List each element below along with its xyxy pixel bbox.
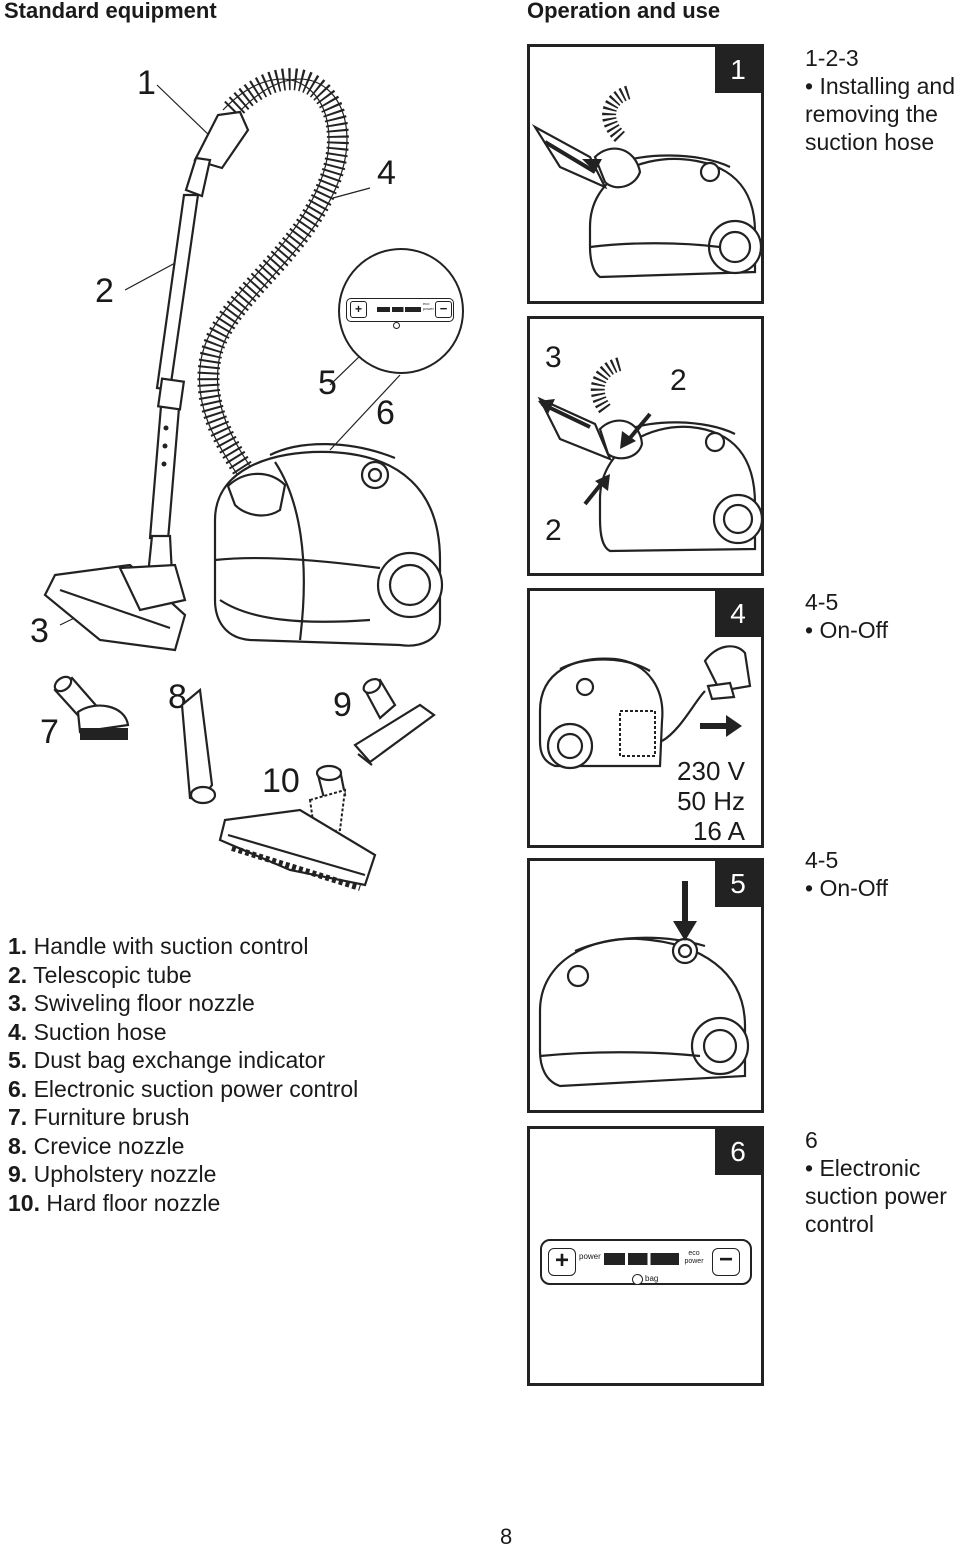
step-4-spec-frequency: 50 Hz [677,786,745,816]
callout-9: 9 [333,686,352,724]
power-level-bars [604,1253,679,1265]
power-label: power [579,1252,601,1261]
power-switch-illustration [538,881,750,1088]
equipment-list: 1. Handle with suction control 2. Telesc… [8,932,358,1217]
callout-1: 1 [137,64,156,102]
step-label-2-top: 2 [670,364,687,397]
operation-heading: Operation and use [527,0,721,23]
list-item: 1. Handle with suction control [8,933,309,959]
list-item: 6. Electronic suction power control [8,1075,359,1102]
hose-insert-illustration [531,85,761,279]
list-item: 2. Telescopic tube [8,961,192,988]
step-5-badge: 5 [715,861,761,907]
step-1-line-1: • Installing and [805,73,955,99]
step-4-badge: 4 [715,591,761,637]
list-item: 5. Dust bag exchange indicator [8,1047,326,1073]
increase-power-button[interactable]: + [548,1248,576,1276]
step-6-line-3: control [805,1211,875,1237]
control-panel: + power eco power − [540,1239,752,1285]
bag-indicator-icon [393,322,400,329]
mini-eco-label: eco power [423,301,434,311]
hose-remove-illustration [537,357,761,553]
step-5-heading: 4-5 [805,847,839,873]
list-item: 7. Furniture brush [8,1104,190,1130]
list-item: 8. Crevice nozzle [8,1132,185,1159]
callout-10: 10 [262,762,300,800]
step-6-heading: 6 [805,1127,818,1153]
step-6-panel: 6 + power eco power − bag [527,1126,764,1386]
step-1-heading: 1-2-3 [805,45,859,71]
vacuum-cleaner-illustration [43,68,444,652]
callout-2: 2 [95,272,114,310]
minus-icon: − [435,301,452,318]
step-1-line-2: removing the [805,101,938,127]
step-2-3-panel: 3 2 2 [527,316,764,576]
bag-indicator-icon [632,1274,643,1285]
hard-floor-nozzle-icon [218,764,377,891]
step-6-badge: 6 [715,1129,761,1175]
page-number: 8 [500,1524,513,1549]
control-panel-magnifier: + eco power − [338,248,464,374]
step-1-panel: 1 [527,44,764,304]
step-4-panel: 4 230 V 50 Hz 16 A [527,588,764,848]
accessories-illustration [53,675,436,891]
callout-5: 5 [318,364,337,402]
decrease-power-button[interactable]: − [712,1248,740,1276]
plus-icon: + [350,301,367,318]
list-item: 4. Suction hose [8,1018,167,1045]
step-label-2-bottom: 2 [545,514,562,547]
bag-label: bag [645,1274,659,1283]
list-item: 9. Upholstery nozzle [8,1161,217,1187]
step-6-line-2: suction power [805,1183,947,1209]
step-4-spec-voltage: 230 V [677,756,745,786]
callout-6: 6 [376,394,395,432]
callout-3: 3 [30,612,49,650]
crevice-nozzle-icon [180,687,217,805]
step-1-badge: 1 [715,47,761,93]
step-1-line-3: suction hose [805,129,935,155]
furniture-brush-icon [53,675,130,740]
step-4-line: • On-Off [805,617,889,643]
list-item: 3. Swiveling floor nozzle [8,990,255,1016]
standard-equipment-heading: Standard equipment [4,0,217,23]
eco-power-label: eco power [684,1250,704,1265]
upholstery-nozzle-icon [353,678,436,766]
callout-7: 7 [40,713,59,751]
list-item: 10. Hard floor nozzle [8,1189,221,1216]
step-4-spec-current: 16 A [692,816,745,846]
mini-control-panel: + eco power − [346,298,454,322]
step-5-panel: 5 [527,858,764,1113]
step-4-heading: 4-5 [805,589,839,615]
step-6-line-1: • Electronic [805,1155,921,1181]
power-level-bars [377,307,421,312]
step-5-line: • On-Off [805,875,889,901]
callout-4: 4 [377,154,396,192]
step-label-3: 3 [545,341,562,374]
plug-in-illustration [538,645,752,770]
